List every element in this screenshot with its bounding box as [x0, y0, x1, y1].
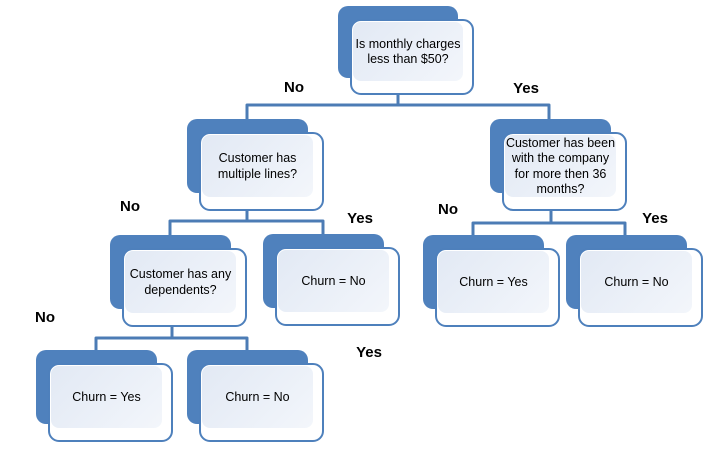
node-card: Customer has been with the company for m… [502, 132, 627, 211]
leaf-text: Churn = Yes [72, 389, 141, 404]
connector-tenure-bracket [471, 221, 627, 235]
connector-root-bracket [245, 103, 551, 119]
node-card-fill [202, 366, 313, 428]
node-card-fill [125, 251, 236, 313]
leaf-text: Churn = No [225, 389, 290, 404]
connector-dependents-bracket [94, 336, 249, 350]
leaf-text: Churn = No [301, 273, 366, 288]
node-multiple-lines-text: Customer has multiple lines? [217, 151, 298, 181]
edge-label-lines-yes: Yes [347, 210, 373, 227]
edge-label-dependents-yes: Yes [356, 344, 382, 361]
node-card-fill [353, 22, 463, 81]
node-card-fill [202, 135, 313, 197]
leaf-text: Churn = No [604, 274, 669, 289]
node-tenure-text: Customer has been with the company for m… [505, 136, 616, 196]
node-card-fill [581, 251, 692, 313]
node-card-fill [51, 366, 162, 428]
edge-label-root-yes: Yes [513, 80, 539, 97]
node-card-fill [438, 251, 549, 313]
node-card: Churn = Yes [435, 248, 560, 327]
node-card: Customer has multiple lines? [199, 132, 324, 211]
node-card: Churn = No [275, 247, 400, 326]
edge-label-tenure-yes: Yes [642, 210, 668, 227]
edge-label-root-no: No [284, 79, 304, 96]
node-card: Churn = No [199, 363, 324, 442]
node-card: Churn = No [578, 248, 703, 327]
node-card: Churn = Yes [48, 363, 173, 442]
edge-label-tenure-no: No [438, 201, 458, 218]
node-card-fill [278, 250, 389, 312]
node-card: Is monthly charges less than $50? [350, 19, 474, 95]
edge-label-dependents-no: No [35, 309, 55, 326]
edge-label-lines-no: No [120, 198, 140, 215]
node-root-text: Is monthly charges less than $50? [355, 36, 461, 66]
node-card-fill [505, 135, 616, 197]
node-dependents-text: Customer has any dependents? [129, 267, 232, 297]
node-card: Customer has any dependents? [122, 248, 247, 327]
leaf-text: Churn = Yes [459, 274, 528, 289]
connector-lines-bracket [168, 219, 325, 235]
